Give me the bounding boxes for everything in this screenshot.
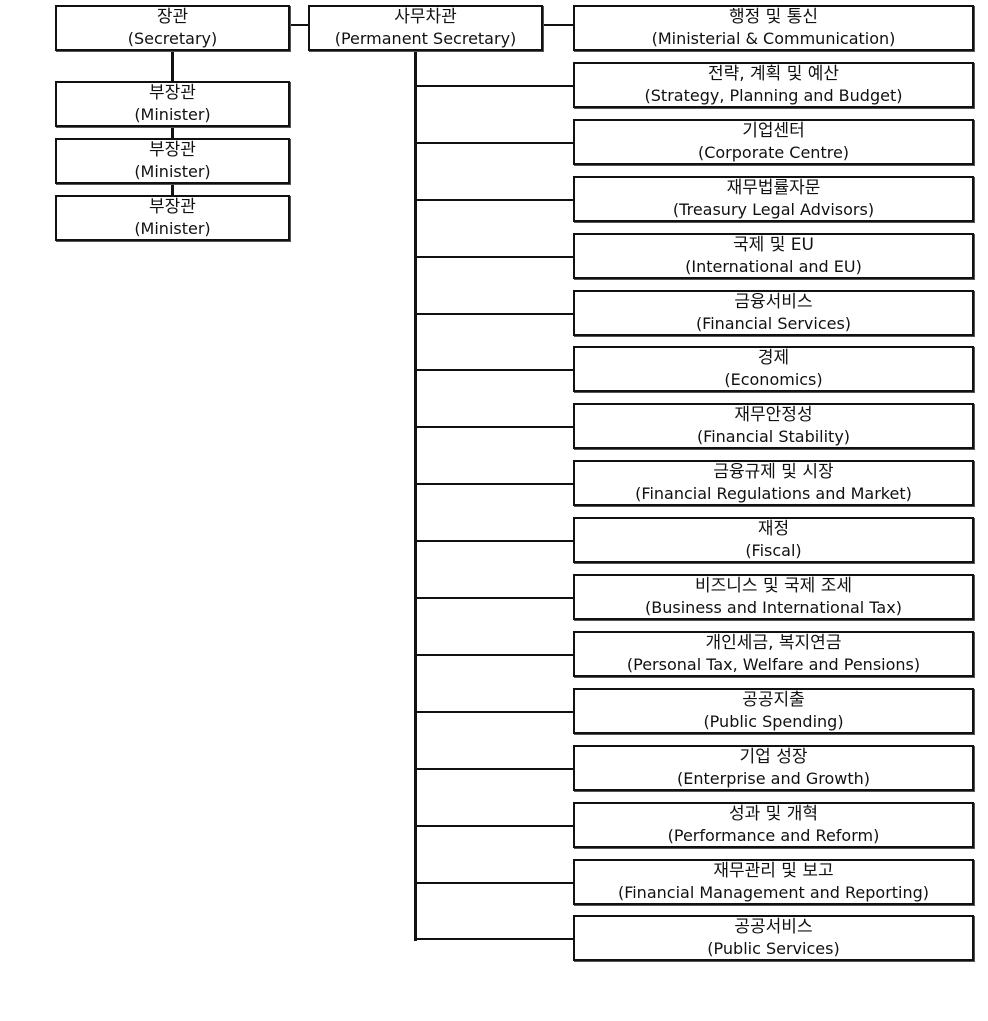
department-box: 성과 및 개혁 (Performance and Reform) <box>573 802 974 848</box>
department-box: 재무관리 및 보고 (Financial Management and Repor… <box>573 859 974 905</box>
branch-line <box>415 654 573 656</box>
trunk-line <box>414 50 417 941</box>
department-ko: 경제 <box>757 348 790 368</box>
department-ko: 재무관리 및 보고 <box>713 861 834 881</box>
department-box: 기업 성장 (Enterprise and Growth) <box>573 745 974 791</box>
department-ko: 성과 및 개혁 <box>728 804 818 824</box>
minister-en: (Minister) <box>134 105 211 124</box>
branch-line <box>415 540 573 542</box>
department-en: (Public Services) <box>707 939 840 958</box>
minister-ko: 부장관 <box>149 83 196 103</box>
department-box: 금융서비스 (Financial Services) <box>573 290 974 336</box>
department-ko: 재무법률자문 <box>726 178 821 198</box>
branch-line <box>415 142 573 144</box>
secretary-en: (Secretary) <box>127 29 218 48</box>
department-en: (Financial Services) <box>695 314 852 333</box>
department-ko: 기업 성장 <box>739 747 808 767</box>
department-box: 비즈니스 및 국제 조세 (Business and International … <box>573 574 974 620</box>
minister-box: 부장관 (Minister) <box>55 195 290 241</box>
department-en: (Corporate Centre) <box>697 143 850 162</box>
department-ko: 기업센터 <box>742 121 805 141</box>
branch-line <box>415 711 573 713</box>
department-box: 재무법률자문 (Treasury Legal Advisors) <box>573 176 974 222</box>
minister-en: (Minister) <box>134 162 211 181</box>
department-en: (International and EU) <box>685 257 862 276</box>
department-ko: 개인세금, 복지연금 <box>705 633 842 653</box>
department-en: (Strategy, Planning and Budget) <box>644 86 903 105</box>
department-box: 금융규제 및 시장 (Financial Regulations and Mark… <box>573 460 974 506</box>
department-en: (Treasury Legal Advisors) <box>672 200 875 219</box>
branch-line <box>415 369 573 371</box>
branch-line <box>415 597 573 599</box>
secretary-box: 장관 (Secretary) <box>55 5 290 51</box>
department-en: (Financial Regulations and Market) <box>635 484 912 503</box>
minister-ko: 부장관 <box>149 140 196 160</box>
connector-secretary-permanent <box>289 24 308 26</box>
minister-box: 부장관 (Minister) <box>55 138 290 184</box>
department-box: 경제 (Economics) <box>573 346 974 392</box>
department-box: 공공서비스 (Public Services) <box>573 915 974 961</box>
branch-line <box>415 483 573 485</box>
department-en: (Enterprise and Growth) <box>677 769 870 788</box>
department-ko: 공공서비스 <box>734 917 813 937</box>
permanent-secretary-en: (Permanent Secretary) <box>334 29 517 48</box>
department-box: 재정 (Fiscal) <box>573 517 974 563</box>
department-box: 전략, 계획 및 예산 (Strategy, Planning and Budge… <box>573 62 974 108</box>
department-ko: 공공지출 <box>742 690 805 710</box>
permanent-secretary-ko: 사무차관 <box>394 7 457 27</box>
branch-line <box>415 768 573 770</box>
department-ko: 전략, 계획 및 예산 <box>707 64 840 84</box>
department-box: 기업센터 (Corporate Centre) <box>573 119 974 165</box>
department-en: (Financial Management and Reporting) <box>617 883 930 902</box>
department-box: 개인세금, 복지연금 (Personal Tax, Welfare and Pen… <box>573 631 974 677</box>
secretary-ko: 장관 <box>156 7 189 27</box>
department-en: (Ministerial & Communication) <box>651 29 896 48</box>
department-en: (Economics) <box>724 370 823 389</box>
branch-line <box>415 85 573 87</box>
department-box: 국제 및 EU (International and EU) <box>573 233 974 279</box>
department-ko: 금융규제 및 시장 <box>713 462 834 482</box>
department-en: (Personal Tax, Welfare and Pensions) <box>626 655 921 674</box>
department-ko: 재무안정성 <box>734 405 813 425</box>
department-ko: 국제 및 EU <box>733 235 814 255</box>
branch-line <box>415 256 573 258</box>
department-ko: 행정 및 통신 <box>728 7 818 27</box>
branch-line <box>415 938 573 940</box>
connector-permanent-first-dept <box>542 24 573 26</box>
department-en: (Fiscal) <box>745 541 802 560</box>
branch-line <box>415 313 573 315</box>
department-box: 재무안정성 (Financial Stability) <box>573 403 974 449</box>
department-ko: 재정 <box>757 519 790 539</box>
department-en: (Business and International Tax) <box>645 598 902 617</box>
minister-box: 부장관 (Minister) <box>55 81 290 127</box>
branch-line <box>415 882 573 884</box>
permanent-secretary-box: 사무차관 (Permanent Secretary) <box>308 5 543 51</box>
branch-line <box>415 426 573 428</box>
branch-line <box>415 199 573 201</box>
department-box: 행정 및 통신 (Ministerial & Communication) <box>573 5 974 51</box>
minister-en: (Minister) <box>134 219 211 238</box>
minister-ko: 부장관 <box>149 197 196 217</box>
department-en: (Public Spending) <box>703 712 844 731</box>
department-ko: 금융서비스 <box>734 292 813 312</box>
department-en: (Performance and Reform) <box>667 826 880 845</box>
department-en: (Financial Stability) <box>696 427 851 446</box>
department-box: 공공지출 (Public Spending) <box>573 688 974 734</box>
department-ko: 비즈니스 및 국제 조세 <box>695 576 852 596</box>
branch-line <box>415 825 573 827</box>
